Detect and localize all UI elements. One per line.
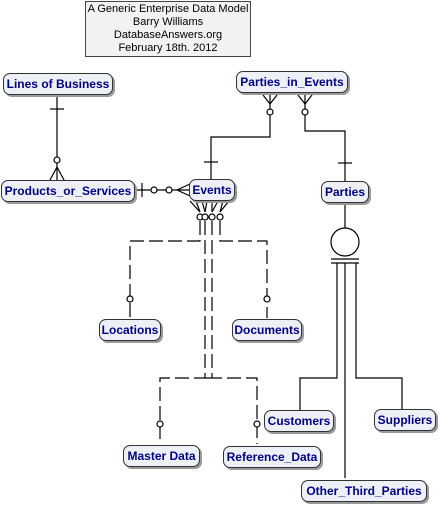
entity-documents[interactable]: Documents [232,319,302,341]
events-many-markers [189,200,230,221]
rel-business-products [49,95,65,181]
rel-events-parties-in-events [204,94,278,180]
website-line: DatabaseAnswers.org [113,29,223,41]
title-line: A Generic Enterprise Data Model [87,3,249,15]
entity-parties-in-events[interactable]: Parties_in_Events [236,71,348,93]
rel-events-locations-documents [129,221,268,318]
diagram-title-box: A Generic Enterprise Data Model Barry Wi… [85,1,251,57]
entity-locations[interactable]: Locations [99,319,161,341]
date-line: February 18th. 2012 [118,42,218,54]
parties-subtype-symbol [299,203,403,478]
rel-parties-parties-in-events [297,94,352,181]
entity-reference-data[interactable]: Reference_Data [223,446,321,468]
entity-other-third-parties[interactable]: Other_Third_Parties [301,480,427,502]
entity-parties[interactable]: Parties [321,181,369,203]
entity-customers[interactable]: Customers [264,410,334,432]
entity-master-data[interactable]: Master Data [123,445,200,467]
entity-lines-of-business[interactable]: Lines of Business [3,73,113,95]
author-line: Barry Williams [132,16,204,28]
entity-events[interactable]: Events [189,179,235,201]
entity-suppliers[interactable]: Suppliers [374,409,436,431]
rel-events-master-reference [159,221,258,444]
entity-products-or-services[interactable]: Products_or_Services [1,180,135,202]
rel-products-events [135,183,191,197]
